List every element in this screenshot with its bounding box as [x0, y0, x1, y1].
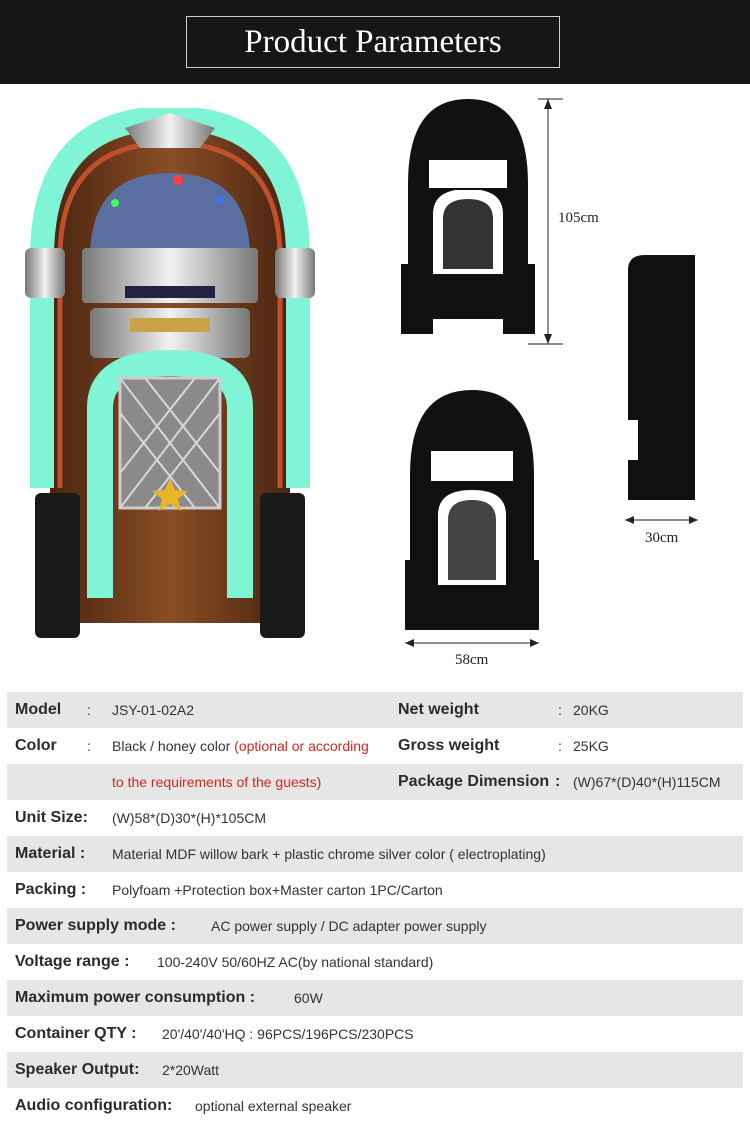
net-weight-colon: :: [558, 702, 562, 718]
color-value: Black / honey color (optional or accordi…: [112, 728, 369, 764]
unit-size-value: (W)58*(D)30*(H)*105CM: [112, 810, 267, 826]
table-row: Maximum power consumption : 60W: [7, 980, 743, 1016]
power-supply-value: AC power supply / DC adapter power suppl…: [211, 918, 487, 934]
table-row: to the requirements of the guests) Packa…: [7, 764, 743, 800]
header-bar: Product Parameters: [0, 0, 750, 84]
table-row: Material : Material MDF willow bark + pl…: [7, 836, 743, 872]
speaker-output-label: Speaker Output:: [15, 1061, 140, 1078]
table-row: Packing : Polyfoam +Protection box+Maste…: [7, 872, 743, 908]
model-colon: :: [87, 702, 91, 718]
audio-config-label: Audio configuration:: [15, 1097, 173, 1114]
voltage-range-label: Voltage range :: [15, 953, 130, 970]
max-power-value: 60W: [294, 990, 323, 1006]
height-dimension-label: 105cm: [558, 210, 599, 226]
color-label: Color: [15, 737, 57, 754]
gross-weight-label: Gross weight: [398, 728, 500, 764]
spec-table: Model : JSY-01-02A2 Net weight : 20KG Co…: [7, 692, 743, 1124]
package-dimension-label: Package Dimension: [398, 773, 550, 790]
table-row: Audio configuration: optional external s…: [7, 1088, 743, 1124]
width-dimension-drawing: [405, 390, 539, 647]
voltage-range-value: 100-240V 50/60HZ AC(by national standard…: [157, 954, 434, 970]
table-row: Model : JSY-01-02A2 Net weight : 20KG: [7, 692, 743, 728]
table-row: Speaker Output: 2*20Watt: [7, 1052, 743, 1088]
container-qty-label: Container QTY :: [15, 1025, 137, 1042]
container-qty-value: 20'/40'/40'HQ : 96PCS/196PCS/230PCS: [162, 1026, 414, 1042]
jukebox-product-image: [25, 108, 315, 638]
speaker-output-value: 2*20Watt: [162, 1062, 220, 1078]
package-dimension-value: (W)67*(D)40*(H)115CM: [573, 774, 721, 790]
gross-weight-value: 25KG: [573, 738, 609, 754]
side-dimension-drawing: [625, 255, 698, 524]
color-note-red: (optional or according: [234, 738, 369, 754]
gross-weight-colon: :: [558, 738, 562, 754]
page-title: Product Parameters: [186, 16, 560, 68]
power-supply-label: Power supply mode :: [15, 917, 176, 934]
table-row: Power supply mode : AC power supply / DC…: [7, 908, 743, 944]
net-weight-value: 20KG: [573, 702, 609, 718]
unit-size-label: Unit Size:: [15, 809, 88, 826]
package-dimension-colon: :: [555, 773, 561, 790]
table-row: Color : Black / honey color (optional or…: [7, 728, 743, 764]
table-row: Voltage range : 100-240V 50/60HZ AC(by n…: [7, 944, 743, 980]
model-value: JSY-01-02A2: [112, 702, 194, 718]
color-colon: :: [87, 738, 91, 754]
material-value: Material MDF willow bark + plastic chrom…: [112, 846, 546, 862]
front-dimension-drawing: [401, 98, 563, 345]
max-power-label: Maximum power consumption :: [15, 989, 256, 1006]
table-row: Container QTY : 20'/40'/40'HQ : 96PCS/19…: [7, 1016, 743, 1052]
width-dimension-label: 58cm: [455, 652, 489, 668]
color-value-main: Black / honey color: [112, 738, 235, 754]
depth-dimension-label: 30cm: [645, 530, 679, 546]
net-weight-label: Net weight: [398, 701, 479, 718]
table-row: Unit Size: (W)58*(D)30*(H)*105CM: [7, 800, 743, 836]
packing-value: Polyfoam +Protection box+Master carton 1…: [112, 882, 443, 898]
material-label: Material :: [15, 845, 86, 862]
packing-label: Packing :: [15, 881, 87, 898]
model-label: Model: [15, 701, 62, 718]
audio-config-value: optional external speaker: [195, 1098, 352, 1114]
color-note-red-continued: to the requirements of the guests): [112, 774, 322, 790]
